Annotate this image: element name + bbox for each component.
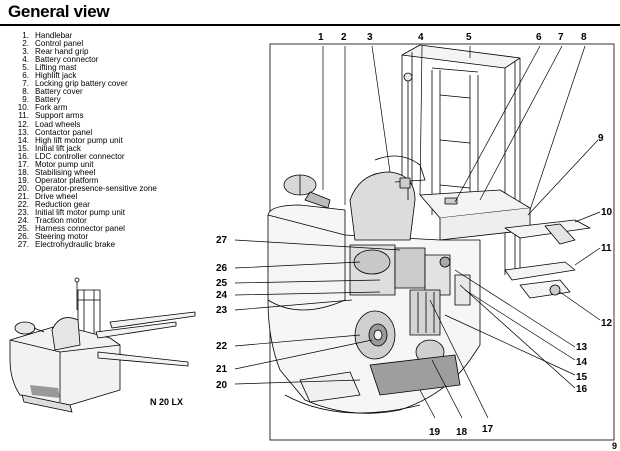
legend-item: 13.Contactor panel [17, 127, 93, 137]
legend-item: 23.Initial lift motor pump unit [17, 208, 125, 218]
callout-26: 26 [216, 263, 228, 274]
legend-item: 7.Locking grip battery cover [22, 79, 128, 89]
legend-item: 22.Reduction gear [17, 199, 90, 209]
legend-item: 15.Initial lift jack [17, 143, 81, 153]
callout-5: 5 [466, 32, 472, 43]
leader-lines [234, 45, 601, 419]
callout-24: 24 [216, 290, 228, 301]
legend-item: 4.Battery connector [22, 55, 99, 65]
legend-item: 6.Highlift jack [22, 71, 77, 81]
legend-item: 17.Motor pump unit [17, 159, 94, 169]
legend-item: 20.Operator-presence-sensitive zone [17, 183, 157, 193]
callout-16: 16 [576, 384, 588, 395]
fork-arm-lower [504, 261, 576, 281]
operator-platform [369, 354, 461, 396]
rear-hand-grip [349, 171, 416, 241]
parts-legend: 1.Handlebar 2.Control panel 3.Rear hand … [15, 31, 157, 250]
callout-23: 23 [216, 305, 228, 316]
title-rule [0, 24, 620, 26]
callout-12: 12 [601, 318, 613, 329]
legend-item: 26.Steering motor [17, 232, 89, 242]
legend-item: 1.Handlebar [22, 31, 73, 40]
page-title: General view [8, 2, 110, 21]
legend-item: 19.Operator platform [17, 175, 99, 185]
legend-item: 9.Battery [22, 95, 61, 105]
legend-item: 8.Battery cover [22, 87, 83, 97]
legend-item: 25.Harness connector panel [17, 224, 125, 234]
legend-item: 2.Control panel [22, 39, 84, 49]
legend-item: 3.Rear hand grip [22, 47, 89, 57]
callout-2: 2 [341, 32, 347, 43]
callout-20: 20 [216, 380, 228, 391]
legend-item: 18.Stabilising wheel [17, 167, 96, 177]
callout-7: 7 [558, 32, 564, 43]
callout-21: 21 [216, 364, 228, 375]
callout-1: 1 [318, 32, 324, 43]
callout-9: 9 [598, 133, 604, 144]
callout-25: 25 [216, 278, 228, 289]
support-arm [519, 279, 571, 299]
callout-22: 22 [216, 341, 228, 352]
callout-6: 6 [536, 32, 542, 43]
callout-15: 15 [576, 372, 588, 383]
callout-17: 17 [482, 424, 494, 435]
callout-11: 11 [601, 243, 612, 254]
handlebar [283, 174, 331, 209]
callout-4: 4 [418, 32, 424, 43]
callout-14: 14 [576, 357, 588, 368]
callout-numbers: 1 2 3 4 5 6 7 8 9 10 11 12 13 14 15 16 1… [216, 32, 613, 438]
legend-item: 24.Traction motor [17, 216, 87, 226]
legend-item: 16.LDC controller connector [17, 151, 125, 161]
callout-18: 18 [456, 427, 468, 438]
legend-item: 27.Electrohydraulic brake [17, 240, 116, 250]
legend-item: 11.Support arms [18, 111, 84, 121]
callout-10: 10 [601, 207, 613, 218]
callout-8: 8 [581, 32, 587, 43]
callout-3: 3 [367, 32, 373, 43]
legend-item: 5.Lifting mast [22, 63, 77, 73]
internal-components [349, 244, 471, 336]
load-wheel [549, 284, 561, 296]
model-label: N 20 LX [150, 397, 184, 407]
drive-wheel [354, 310, 396, 360]
legend-item: 14.High lift motor pump unit [17, 135, 123, 145]
legend-item: 10.Fork arm [17, 103, 68, 113]
callout-27: 27 [216, 235, 228, 246]
page-number: 9 [612, 441, 618, 451]
legend-item: 12.Load wheels [17, 119, 81, 129]
legend-item: 21.Drive wheel [17, 191, 78, 201]
callout-19: 19 [429, 427, 441, 438]
callout-13: 13 [576, 342, 588, 353]
